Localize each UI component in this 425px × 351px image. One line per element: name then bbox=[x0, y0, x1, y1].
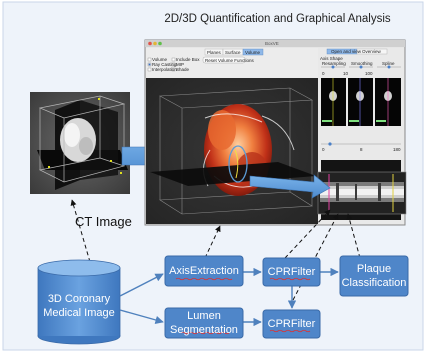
dashed-db-to-ct bbox=[70, 199, 91, 263]
plaque-classification-label: Plaque Classification bbox=[341, 263, 407, 289]
checkbox-mip-label[interactable]: MIP bbox=[176, 62, 185, 67]
db-to-axis-connector bbox=[119, 273, 164, 297]
checkbox-interpolation-label[interactable]: Interpolation bbox=[152, 67, 177, 72]
cpr-result-image bbox=[317, 171, 407, 215]
axis-value-2: 180 bbox=[393, 147, 401, 152]
slider-spline-label: Spline bbox=[382, 61, 395, 66]
diagram-title: 2D/3D Quantification and Graphical Analy… bbox=[164, 13, 391, 25]
lumen-segmentation-label: Lumen Segmentation bbox=[170, 310, 238, 336]
slider-resampling-label: Resampling bbox=[322, 61, 346, 66]
slider-value-2: 100 bbox=[365, 71, 373, 76]
database-cylinder bbox=[37, 259, 121, 345]
tab-overview[interactable]: Overview bbox=[362, 49, 381, 54]
tab-planes[interactable]: Planes bbox=[207, 50, 221, 55]
slider-smoothing-label: Smoothing bbox=[351, 61, 373, 66]
axis-extraction-label: AxisExtraction bbox=[169, 265, 239, 277]
db-to-lumen-connector bbox=[119, 309, 164, 325]
axis-shape-label: Axis Shape bbox=[320, 56, 343, 61]
app-window-title: BoxVE bbox=[265, 41, 279, 46]
slider-value-0: 0 bbox=[322, 71, 325, 76]
dashed-axis-to-render bbox=[204, 225, 221, 259]
cpr-filter-top-label: CPRFilter bbox=[267, 266, 316, 278]
database-label: 3D Coronary Medical Image bbox=[43, 293, 115, 319]
tab-open-and-view[interactable]: Open and view bbox=[331, 49, 362, 54]
dashed-plaque-to-image bbox=[346, 213, 361, 259]
tab-surface[interactable]: Surface bbox=[225, 50, 241, 55]
checkbox-ray-casting-label[interactable]: Ray Casting bbox=[152, 62, 177, 67]
cpr-filter-bottom-label: CPRFilter bbox=[267, 318, 316, 330]
plaque-classification-box bbox=[339, 255, 409, 297]
checkbox-include-box-label[interactable]: Include Box bbox=[176, 57, 200, 62]
lumen-segmentation-box bbox=[164, 307, 244, 339]
checkbox-volume-label[interactable]: Volume bbox=[152, 57, 168, 62]
tab-volume[interactable]: Volume bbox=[245, 50, 261, 55]
ct-image-volume bbox=[30, 92, 130, 194]
reset-volume-button[interactable]: Reset Volume Functions bbox=[205, 58, 254, 63]
slider-value-1: 10 bbox=[343, 71, 349, 76]
checkbox-shade-label[interactable]: Shade bbox=[176, 67, 190, 72]
axis-to-cpr-arrow bbox=[249, 174, 331, 199]
axis-value-0: 0 bbox=[322, 147, 325, 152]
dashed-cpr-top-to-image bbox=[284, 209, 331, 259]
axis-value-1: 8 bbox=[360, 147, 363, 152]
ct-image-label: CT Image bbox=[75, 214, 132, 229]
